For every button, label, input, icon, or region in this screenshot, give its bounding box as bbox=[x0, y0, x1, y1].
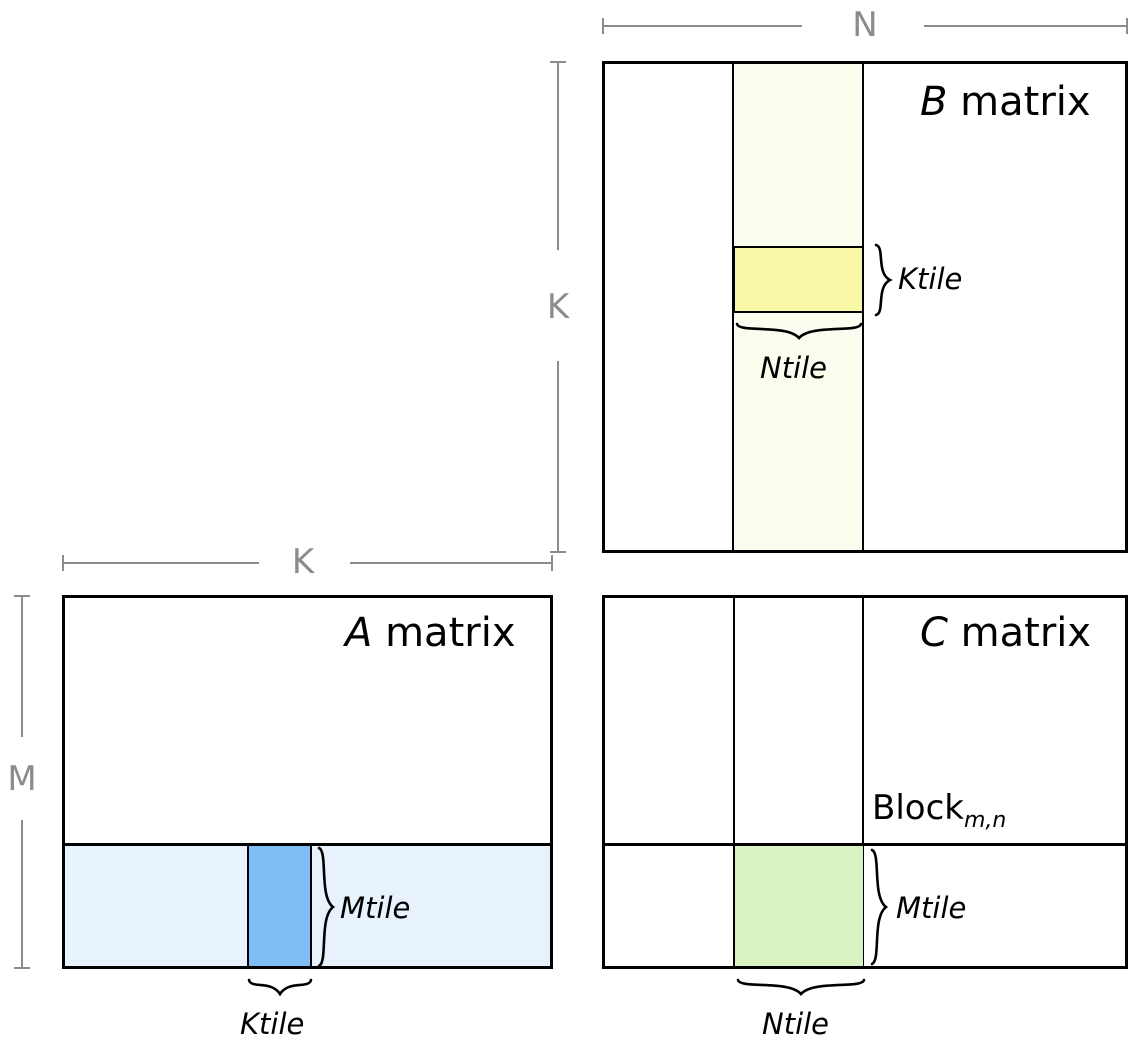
c-matrix-row-divider bbox=[605, 843, 1126, 846]
b-matrix-label: B matrix bbox=[920, 82, 1091, 122]
dimension-cap-bottom bbox=[14, 967, 30, 969]
a-matrix-name: A bbox=[345, 610, 373, 656]
dimension-rule-n bbox=[602, 14, 1128, 36]
b-matrix-box bbox=[602, 61, 1128, 553]
dimension-label-n: N bbox=[852, 5, 878, 45]
dimension-label-k-vertical: K bbox=[546, 287, 570, 327]
dimension-cap-bottom bbox=[550, 551, 566, 553]
dimension-segment-top bbox=[557, 62, 559, 250]
b-matrix-ktile-label: Ktile bbox=[898, 262, 963, 296]
block-annotation-text: Block bbox=[872, 788, 964, 828]
b-matrix-ntile-label: Ntile bbox=[760, 351, 828, 385]
c-matrix-box bbox=[602, 595, 1128, 969]
b-matrix-ktile-brace bbox=[872, 243, 894, 317]
c-matrix-block-annotation: Blockm,n bbox=[872, 791, 1006, 832]
a-matrix-word: matrix bbox=[385, 610, 516, 656]
a-matrix-ktile-brace bbox=[247, 976, 313, 998]
dimension-cap-right bbox=[1126, 18, 1128, 34]
dimension-segment-right bbox=[924, 25, 1127, 27]
dimension-rule-k-horizontal bbox=[62, 551, 553, 573]
a-matrix-label: A matrix bbox=[345, 613, 515, 653]
c-matrix-name: C bbox=[920, 610, 948, 656]
a-matrix-mtile-label: Mtile bbox=[340, 891, 411, 925]
c-matrix-mtile-brace bbox=[868, 848, 890, 966]
b-matrix-name: B bbox=[920, 79, 948, 125]
dimension-segment-top bbox=[21, 596, 23, 737]
c-matrix-label: C matrix bbox=[920, 613, 1091, 653]
b-matrix-ntile-brace bbox=[735, 320, 863, 342]
dimension-segment-left bbox=[603, 25, 802, 27]
dimension-rule-k-vertical bbox=[546, 61, 568, 553]
dimension-segment-bottom bbox=[21, 820, 23, 967]
dimension-segment-right bbox=[350, 562, 551, 564]
b-matrix-word: matrix bbox=[960, 79, 1091, 125]
dimension-rule-m-vertical bbox=[10, 595, 32, 969]
dimension-label-k-horizontal: K bbox=[291, 542, 315, 582]
dimension-label-m-vertical: M bbox=[7, 759, 37, 799]
dimension-segment-bottom bbox=[557, 361, 559, 551]
a-matrix-ktile-label: Ktile bbox=[240, 1007, 305, 1041]
a-matrix-mtile-brace bbox=[315, 846, 337, 968]
b-matrix-ktile-tile bbox=[733, 246, 864, 313]
block-annotation-subscript: m,n bbox=[963, 807, 1007, 833]
a-matrix-ktile-tile bbox=[247, 844, 312, 968]
dimension-cap-right bbox=[551, 555, 553, 571]
c-matrix-block-tile bbox=[735, 846, 863, 966]
c-matrix-ntile-brace bbox=[736, 976, 866, 998]
c-matrix-word: matrix bbox=[960, 610, 1092, 656]
c-matrix-column-divider-right bbox=[862, 598, 864, 966]
c-matrix-mtile-label: Mtile bbox=[896, 891, 967, 925]
c-matrix-column-divider-left bbox=[733, 598, 735, 966]
c-matrix-ntile-label: Ntile bbox=[762, 1007, 830, 1041]
dimension-segment-left bbox=[63, 562, 259, 564]
